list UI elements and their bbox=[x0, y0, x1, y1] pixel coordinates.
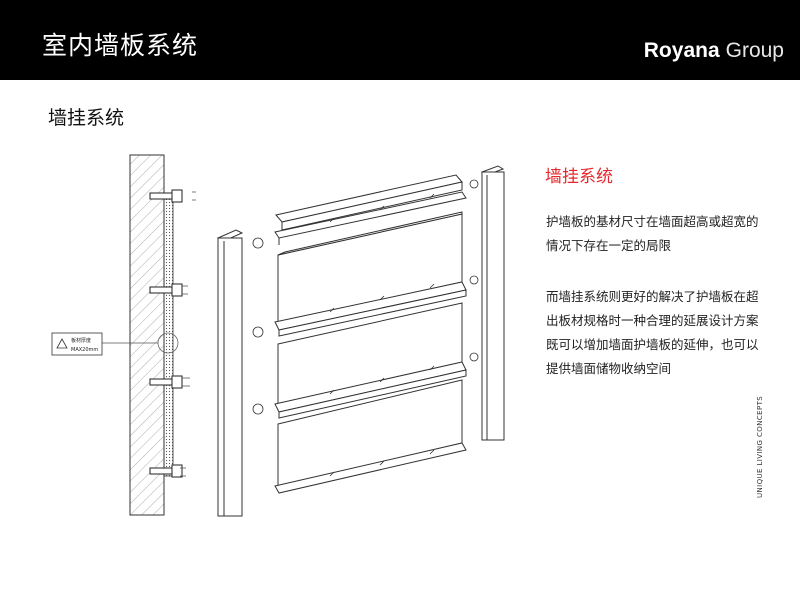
board-layer bbox=[163, 197, 174, 477]
description-paragraph-2: 而墙挂系统则更好的解决了护墙板在超出板材规格时一种合理的延展设计方案既可以增加墙… bbox=[546, 289, 759, 376]
page-title: 室内墙板系统 bbox=[42, 31, 199, 60]
panel-rail-2 bbox=[274, 361, 467, 419]
panel-bottom-rail bbox=[274, 442, 467, 494]
panel-title: 墙挂系统 bbox=[545, 167, 613, 187]
panel-top bbox=[274, 174, 467, 245]
description-paragraph-1: 护墙板的基材尺寸在墙面超高或超宽的情况下存在一定的局限 bbox=[546, 214, 759, 253]
brand-name-bold: Royana bbox=[643, 39, 720, 62]
left-post bbox=[216, 229, 244, 517]
wall-section bbox=[129, 154, 165, 516]
screws bbox=[329, 193, 435, 477]
post-brackets bbox=[252, 179, 479, 415]
dimension-ticks bbox=[180, 191, 196, 477]
callout-box: 板材厚度 MAX20mm bbox=[51, 332, 103, 356]
warning-triangle-icon bbox=[56, 338, 68, 349]
vertical-tagline: UNIQUE LIVING CONCEPTS bbox=[756, 395, 764, 498]
brand-name-light: Group bbox=[725, 39, 784, 62]
section-title: 墙挂系统 bbox=[48, 107, 125, 129]
panel-rail-1 bbox=[274, 281, 467, 337]
wall-clips bbox=[149, 189, 183, 478]
callout-line2: MAX20mm bbox=[71, 347, 98, 353]
right-post bbox=[480, 165, 505, 441]
callout-line1: 板材厚度 bbox=[71, 337, 91, 344]
wall-hanging-system-drawing: 板材厚度 MAX20mm bbox=[51, 154, 505, 517]
